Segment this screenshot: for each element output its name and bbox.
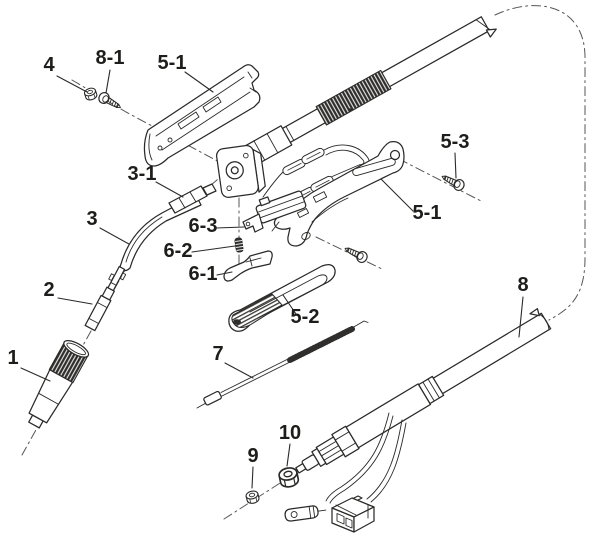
- part-labels: 4 8-1 5-1 5-3 5-1 3-1 3 2 1 6-3 6-2 6-1 …: [7, 47, 528, 467]
- screw-8-1: [96, 90, 124, 113]
- label-6-2: 6-2: [164, 240, 193, 262]
- label-8-1: 8-1: [96, 47, 125, 69]
- cable-routing-centerline: [494, 5, 586, 321]
- ring-terminal: [284, 505, 327, 522]
- leader-lines: [20, 69, 524, 489]
- gun-liner: [196, 320, 369, 409]
- label-3-1: 3-1: [128, 163, 157, 185]
- mounting-block: [215, 144, 266, 198]
- label-5-3: 5-3: [441, 131, 470, 153]
- label-8: 8: [517, 274, 528, 296]
- trigger: [223, 250, 273, 282]
- label-1: 1: [7, 347, 18, 369]
- cable-wires: [325, 412, 407, 504]
- label-4: 4: [43, 54, 55, 76]
- assembly-centerlines: [21, 5, 586, 520]
- nut-10: [277, 465, 301, 490]
- tip-holder: [84, 265, 127, 332]
- nozzle: [28, 340, 90, 429]
- label-5-2: 5-2: [291, 306, 320, 328]
- micro-switch: [242, 190, 307, 233]
- label-6-1: 6-1: [189, 263, 218, 285]
- label-6-3: 6-3: [189, 215, 218, 237]
- handle-half-top: [143, 64, 261, 167]
- label-9: 9: [247, 445, 258, 467]
- screw-lower: [341, 242, 370, 265]
- trigger-spring: [234, 237, 244, 253]
- label-2: 2: [43, 279, 54, 301]
- nut-4: [82, 86, 99, 102]
- label-10: 10: [279, 422, 301, 444]
- handle-half-bottom: [228, 264, 336, 332]
- torch-body-tube: [215, 16, 497, 198]
- label-5-1-top: 5-1: [158, 52, 187, 74]
- screw-5-3: [438, 170, 467, 193]
- label-3: 3: [86, 208, 97, 230]
- nut-9: [244, 489, 261, 506]
- label-7: 7: [212, 343, 223, 365]
- label-5-1-right: 5-1: [413, 202, 442, 224]
- spade-terminal: [299, 146, 327, 166]
- swan-neck: [119, 183, 217, 272]
- cable-assembly: [284, 308, 552, 533]
- plug-connector: [331, 495, 375, 533]
- neck-rings: [168, 183, 217, 214]
